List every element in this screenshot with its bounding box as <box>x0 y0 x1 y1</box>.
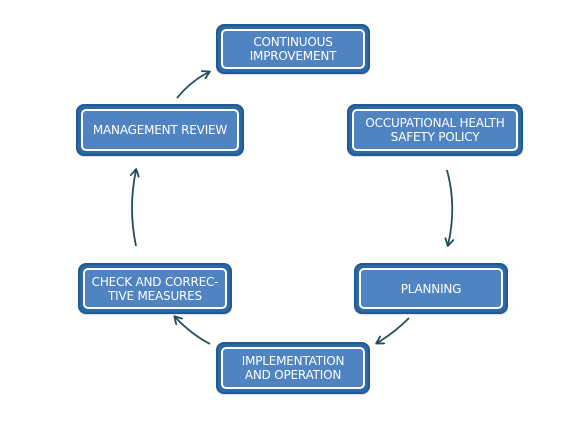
step-label: CONTINUOUS IMPROVEMENT <box>221 29 365 69</box>
step-label: IMPLEMENTATION AND OPERATION <box>221 347 365 389</box>
step-label-line: CHECK AND CORREC- <box>91 274 219 289</box>
step-management-review: MANAGEMENT REVIEW <box>76 104 244 156</box>
step-label-line: OCCUPATIONAL HEALTH <box>365 116 505 130</box>
step-label-line: CONTINUOUS <box>253 35 333 49</box>
arrow-check-to-review <box>129 168 140 247</box>
step-label: PLANNING <box>359 268 503 309</box>
step-label-line: SAFETY POLICY <box>390 130 480 144</box>
step-occupational-health-safety-policy: OCCUPATIONAL HEALTH SAFETY POLICY <box>347 104 523 156</box>
step-planning: PLANNING <box>354 263 508 314</box>
step-check-and-corrective-measures: CHECK AND CORREC- TIVE MEASURES <box>78 263 232 314</box>
step-continuous-improvement: CONTINUOUS IMPROVEMENT <box>216 24 370 74</box>
step-label-line: IMPROVEMENT <box>249 49 337 63</box>
step-label-line: AND OPERATION <box>244 368 342 382</box>
step-label: MANAGEMENT REVIEW <box>81 109 239 151</box>
step-label-line: PLANNING <box>400 281 462 296</box>
step-label: OCCUPATIONAL HEALTH SAFETY POLICY <box>352 109 518 151</box>
arrow-policy-to-planning <box>444 169 455 247</box>
step-label: CHECK AND CORREC- TIVE MEASURES <box>83 268 227 309</box>
step-label-line: MANAGEMENT REVIEW <box>92 123 228 137</box>
step-label-line: TIVE MEASURES <box>108 288 202 303</box>
step-implementation-and-operation: IMPLEMENTATION AND OPERATION <box>216 342 370 394</box>
arrow-review-to-improvement <box>176 70 211 99</box>
step-label-line: IMPLEMENTATION <box>241 354 345 368</box>
arrow-planning-to-implementation <box>375 317 410 345</box>
arrow-implementation-to-check <box>173 315 211 345</box>
